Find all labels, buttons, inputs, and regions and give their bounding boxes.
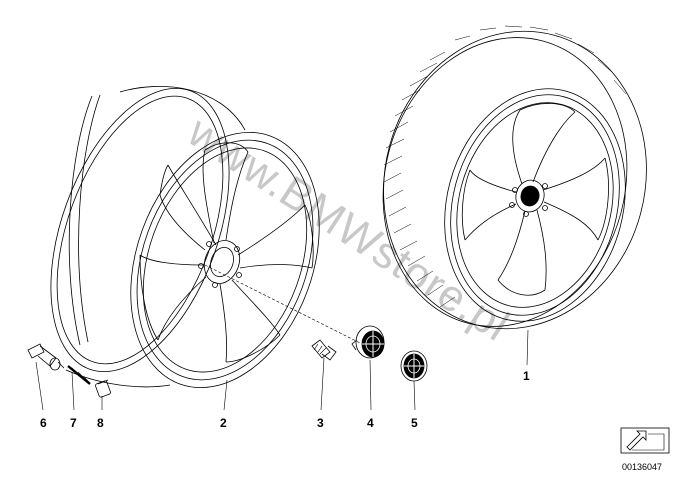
arrow-icon [626,430,647,451]
document-number: 00136047 [622,462,662,472]
watermark-text: www.BMWstore.pl [179,107,518,351]
tyre-valve [27,343,65,371]
valve-insert [67,365,91,385]
callout-7: 7 [70,416,77,430]
alloy-rim [50,86,320,389]
leader-lines [35,264,529,411]
wheel-bolt [311,339,337,361]
callout-1: 1 [523,369,530,383]
callout-3: 3 [317,416,324,430]
callout-2: 2 [220,416,227,430]
hub-cap [351,325,385,359]
callout-8: 8 [97,416,104,430]
valve-cap [95,379,111,398]
complete-wheel-with-tyre [382,25,647,330]
callout-5: 5 [411,416,418,430]
emblem [400,350,428,382]
callout-4: 4 [367,416,374,430]
document-number-box: 00136047 [620,427,670,472]
callout-6: 6 [40,416,47,430]
